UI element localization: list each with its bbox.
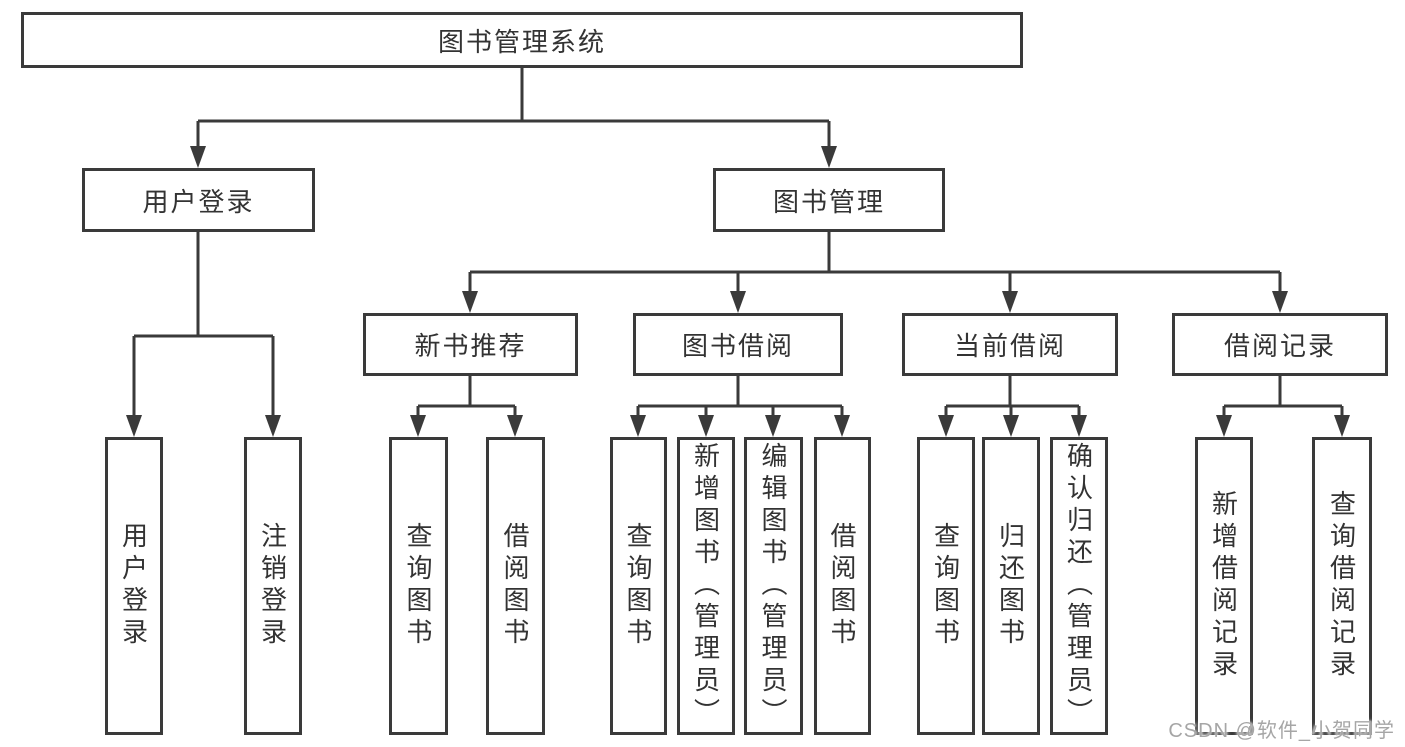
arrowhead: [462, 291, 478, 313]
leaf-query-book-3: 查询图书: [917, 437, 975, 735]
csdn-watermark: CSDN @软件_小贺同学: [1168, 720, 1395, 742]
arrowhead: [821, 146, 837, 168]
leaf-edit-book-admin: 编辑图书（管理员）: [744, 437, 803, 735]
leaf-borrow-book-1: 借阅图书: [486, 437, 545, 735]
leaf-confirm-return-admin: 确认归还（管理员）: [1050, 437, 1108, 735]
arrowhead: [1002, 291, 1018, 313]
connector-newbook-leaves: [416, 376, 517, 417]
arrowhead: [630, 415, 646, 437]
node-book-management: 图书管理: [713, 168, 945, 232]
node-borrowing-records: 借阅记录: [1172, 313, 1388, 376]
connector-current-leaves: [944, 376, 1081, 417]
node-user-login: 用户登录: [82, 168, 315, 232]
leaf-borrow-book-2: 借阅图书: [814, 437, 871, 735]
connector-records-leaves: [1222, 376, 1344, 417]
arrowhead: [938, 415, 954, 437]
arrowhead: [1272, 291, 1288, 313]
arrowhead: [410, 415, 426, 437]
connector-mgmt-l3: [468, 232, 1282, 293]
arrowhead: [190, 146, 206, 168]
leaf-query-book-1: 查询图书: [389, 437, 448, 735]
arrowhead: [698, 415, 714, 437]
arrowhead: [265, 415, 281, 437]
leaf-return-book: 归还图书: [982, 437, 1040, 735]
leaf-query-borrow-record: 查询借阅记录: [1312, 437, 1372, 735]
node-book-borrowing: 图书借阅: [633, 313, 843, 376]
connector-user-leaves: [132, 232, 275, 417]
leaf-query-book-2: 查询图书: [610, 437, 667, 735]
connector-root-l2: [196, 68, 831, 150]
arrowhead: [126, 415, 142, 437]
arrowhead: [765, 415, 781, 437]
leaf-logout: 注销登录: [244, 437, 302, 735]
leaf-add-book-admin: 新增图书（管理员）: [677, 437, 735, 735]
arrowhead: [507, 415, 523, 437]
leaf-add-borrow-record: 新增借阅记录: [1195, 437, 1253, 735]
arrowhead: [730, 291, 746, 313]
arrowhead: [1216, 415, 1232, 437]
connector-borrow-leaves: [636, 376, 844, 417]
node-new-book-recommend: 新书推荐: [363, 313, 578, 376]
leaf-user-login: 用户登录: [105, 437, 163, 735]
arrowhead: [1071, 415, 1087, 437]
arrowhead: [1334, 415, 1350, 437]
arrowhead: [834, 415, 850, 437]
node-current-borrowing: 当前借阅: [902, 313, 1118, 376]
arrowhead: [1003, 415, 1019, 437]
node-library-system: 图书管理系统: [21, 12, 1023, 68]
